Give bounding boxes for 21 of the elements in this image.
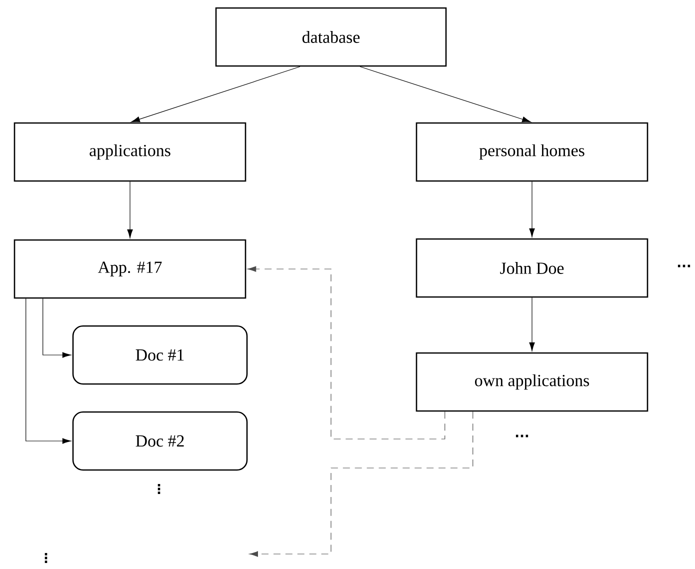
process-box: personal homes	[416, 122, 648, 182]
process-box: John Doe	[416, 238, 648, 298]
process-box: App. #17	[14, 239, 246, 299]
ellipsis: ⋮	[158, 484, 160, 494]
process-box: applications	[14, 122, 246, 182]
arrow	[131, 66, 300, 122]
ellipsis: ⋮	[44, 552, 48, 563]
dashed-arrow	[249, 411, 474, 557]
ellipsis: ...	[516, 434, 528, 438]
ellipsis: ...	[678, 264, 690, 268]
arrow	[127, 181, 133, 238]
arrow	[529, 181, 535, 238]
process-box: database	[215, 7, 447, 67]
arrow	[360, 66, 531, 122]
dashed-arrow	[247, 266, 446, 440]
arrow	[529, 297, 535, 352]
process-box: own applications	[416, 352, 648, 412]
arrow	[42, 298, 72, 358]
arrow	[26, 298, 72, 444]
document-box: Doc #1	[72, 325, 248, 385]
document-box: Doc #2	[72, 411, 248, 471]
